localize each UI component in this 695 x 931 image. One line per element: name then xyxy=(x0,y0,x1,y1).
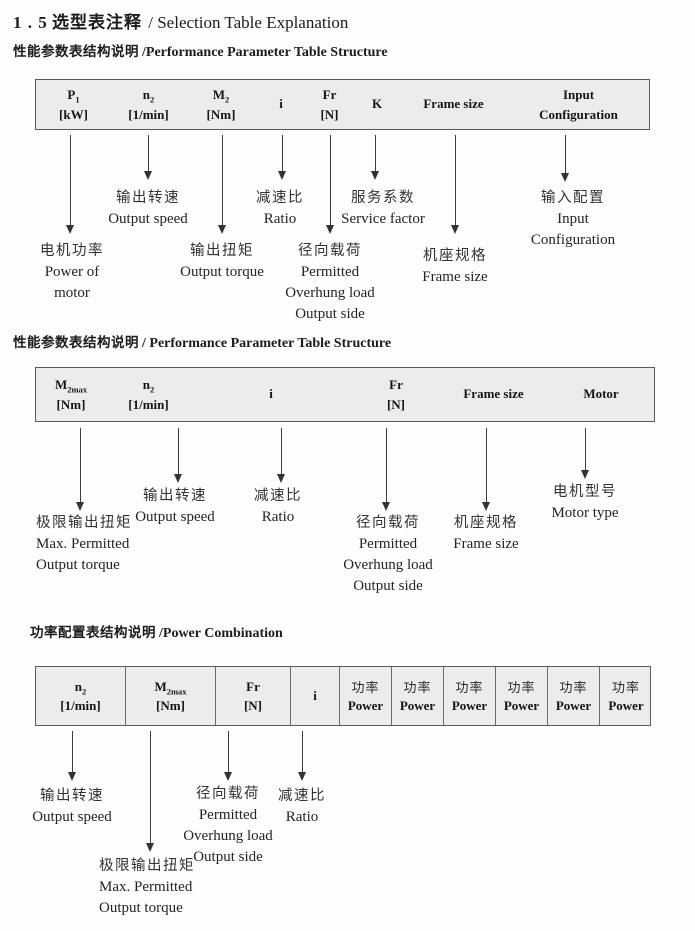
down-arrow xyxy=(298,731,306,781)
section3-heading-en: /Power Combination xyxy=(159,626,283,641)
down-arrow xyxy=(277,428,285,483)
column-header-frame-size: Frame size xyxy=(423,96,484,112)
section1-heading: 性能参数表结构说明/Performance Parameter Table St… xyxy=(13,40,388,61)
down-arrow xyxy=(482,428,490,511)
column-header-i: i xyxy=(269,386,273,402)
down-arrow xyxy=(224,731,232,781)
down-arrow xyxy=(326,135,334,234)
column-header-n2: n2[1/min] xyxy=(128,377,169,412)
section3-heading: 功率配置表结构说明/Power Combination xyxy=(30,621,283,642)
performance-table-2-header: M2max[Nm] n2[1/min] i Fr[N] Frame size M… xyxy=(35,367,655,422)
section1-heading-zh: 性能参数表结构说明 xyxy=(13,44,139,59)
column-header-m2: M2[Nm] xyxy=(206,87,236,122)
down-arrow xyxy=(561,135,569,182)
column-header-fr: Fr[N] xyxy=(386,377,406,412)
down-arrow xyxy=(68,731,76,781)
column-header-fr: Fr[N] xyxy=(320,87,339,122)
down-arrow xyxy=(76,428,84,511)
column-header-m2max: M2max[Nm] xyxy=(126,667,216,725)
down-arrow xyxy=(382,428,390,511)
down-arrow xyxy=(146,731,154,852)
column-header-frame-size: Frame size xyxy=(463,386,524,402)
down-arrow xyxy=(144,135,152,180)
section2-heading-en: / Performance Parameter Table Structure xyxy=(142,336,392,351)
title-chinese: 选型表注释 xyxy=(52,13,142,32)
section2-heading-zh: 性能参数表结构说明 xyxy=(13,335,139,350)
performance-table-1-header: P1[kW] n2[1/min] M2[Nm] i Fr[N] K Frame … xyxy=(35,79,650,130)
section3-heading-zh: 功率配置表结构说明 xyxy=(30,625,156,640)
down-arrow xyxy=(66,135,74,234)
down-arrow xyxy=(218,135,226,234)
column-header-k: K xyxy=(371,96,383,112)
column-header-i: i xyxy=(279,96,283,112)
column-header-motor: Motor xyxy=(583,386,619,402)
section1-heading-en: /Performance Parameter Table Structure xyxy=(142,45,388,60)
down-arrow xyxy=(371,135,379,180)
column-header-n2: n2[1/min] xyxy=(36,667,126,725)
section2-heading: 性能参数表结构说明/ Performance Parameter Table S… xyxy=(13,331,391,352)
column-header-n2: n2[1/min] xyxy=(128,87,169,122)
column-header-m2max: M2max[Nm] xyxy=(54,377,88,412)
title-english: / Selection Table Explanation xyxy=(148,13,349,32)
down-arrow xyxy=(278,135,286,180)
column-header-i: i xyxy=(291,667,340,725)
down-arrow xyxy=(174,428,182,483)
page-title: 1 . 5 选型表注释 / Selection Table Explanatio… xyxy=(13,8,348,33)
column-header-fr: Fr[N] xyxy=(216,667,291,725)
section-number: 1 . 5 xyxy=(13,13,48,32)
down-arrow xyxy=(581,428,589,479)
down-arrow xyxy=(451,135,459,234)
column-header-p1: P1[kW] xyxy=(59,87,88,122)
